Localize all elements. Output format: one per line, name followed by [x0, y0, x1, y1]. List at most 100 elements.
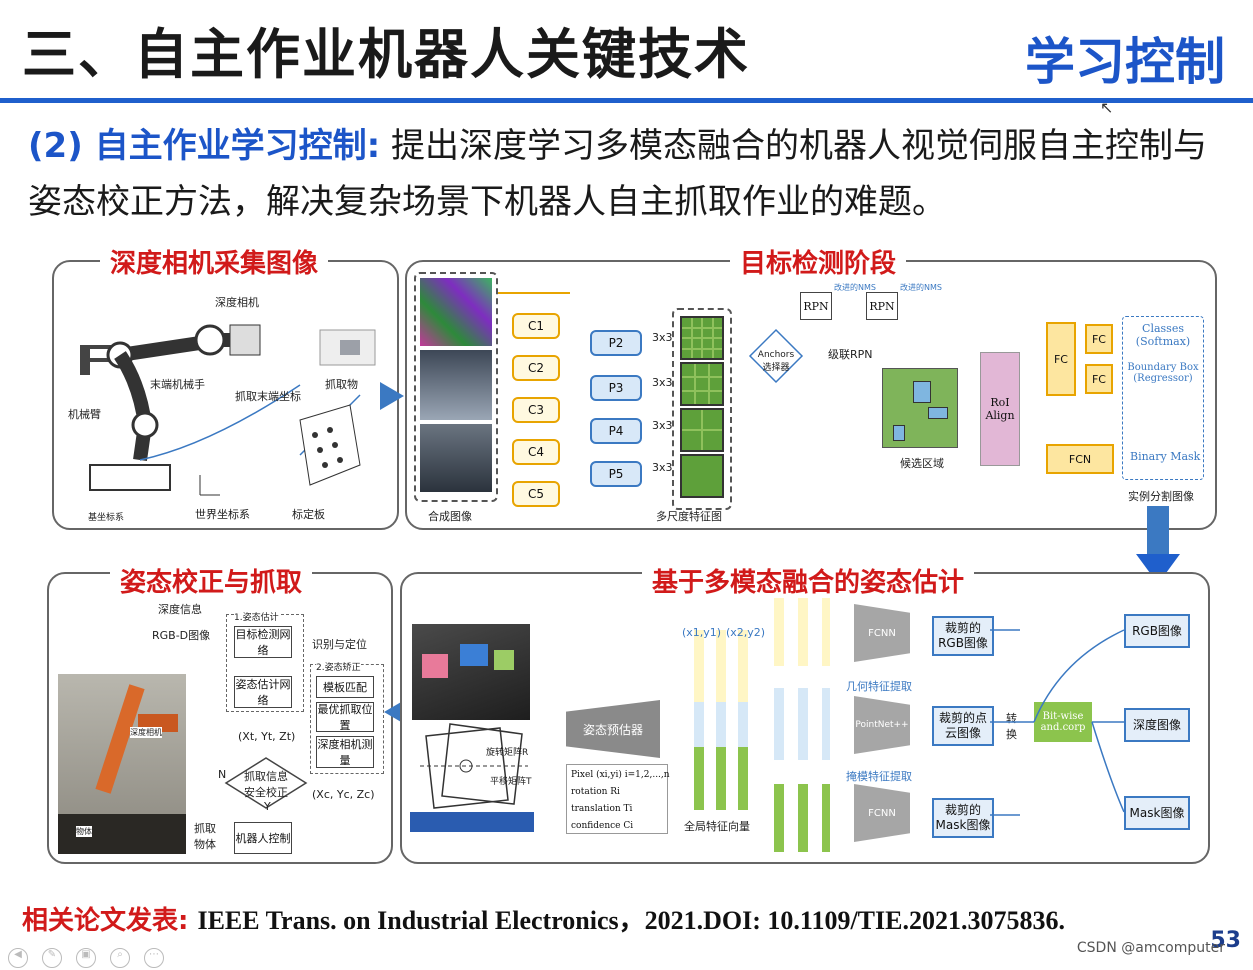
candidate-label: 候选区域	[900, 457, 944, 470]
label-robot-arm: 机械臂	[68, 408, 101, 421]
intro-text: 提出深度学习多模态融合的机器人视觉伺服自主控制与姿态校正方法，解决复杂场景下机器…	[28, 126, 1207, 222]
legend-translation: translation Ti	[571, 804, 633, 814]
nms-label-2: 改进的NMS	[900, 283, 942, 292]
translation-label: 平移矩阵T	[490, 777, 532, 787]
zoom-icon[interactable]: ⌕	[110, 948, 130, 968]
geo-vectors	[774, 688, 830, 760]
mask-input-box: Mask图像	[1124, 796, 1190, 830]
bitwise-box: Bit-wise and.corp	[1034, 702, 1092, 742]
bitwise-label: Bit-wise and.corp	[1040, 711, 1086, 733]
arrow-right-icon	[380, 382, 404, 410]
pointnet: PointNet++	[854, 696, 910, 754]
pose-net-box: 姿态估计网络	[234, 676, 292, 708]
panel-fusion-title: 基于多模态融合的姿态估计	[642, 562, 975, 599]
tex-label: 掩模特征提取	[846, 770, 912, 783]
bbox-label: Boundary Box (Regressor)	[1127, 362, 1199, 384]
photo-label-object: 物体	[76, 826, 92, 837]
page-number: 53	[1210, 928, 1241, 953]
kernel-label-3: 3x3	[652, 419, 673, 432]
cascade-label: 级联RPN	[828, 348, 873, 361]
stage-2-label: 2.姿态矫正	[316, 660, 361, 673]
stage-1-label: 1.姿态估计	[234, 610, 279, 623]
fc-box-bottom: FC	[1085, 364, 1113, 394]
mouse-cursor-icon: ↖	[1100, 98, 1114, 117]
p-box-3: P3	[590, 375, 642, 401]
kernel-label-2: 3x3	[652, 376, 673, 389]
p-box-4: P4	[590, 418, 642, 444]
rgb-input-box: RGB图像	[1124, 614, 1190, 648]
slides-icon[interactable]: ▣	[76, 948, 96, 968]
safety-diamond	[224, 757, 308, 809]
feature-map-2	[680, 362, 724, 406]
estimator-label: 姿态预估器	[582, 722, 643, 737]
depth-measure-box: 深度相机测量	[316, 736, 374, 768]
more-icon[interactable]: ⋯	[144, 948, 164, 968]
output-legend: Pixel (xi,yi) i=1,2,...,n rotation Ri tr…	[566, 764, 670, 834]
label-grasp-coords: 抓取末端坐标	[235, 390, 301, 403]
scene-photo	[412, 624, 530, 720]
rpn-box-1: RPN	[800, 292, 832, 320]
fcn-box: FCN	[1046, 444, 1114, 474]
footer: 相关论文发表: IEEE Trans. on Industrial Electr…	[22, 900, 1065, 937]
prev-icon[interactable]: ◀	[8, 948, 28, 968]
photo-label-camera: 深度相机	[130, 727, 162, 738]
label-depth-camera: 深度相机	[215, 296, 259, 309]
rgb-vectors	[774, 598, 830, 666]
global-label: 全局特征向量	[684, 820, 750, 833]
pose-diagram	[410, 720, 534, 832]
pen-icon[interactable]: ✎	[42, 948, 62, 968]
mask-vectors	[774, 784, 830, 852]
intro-paragraph: (2) 自主作业学习控制: 提出深度学习多模态融合的机器人视觉伺服自主控制与姿态…	[28, 118, 1228, 230]
legend-confidence: confidence Ci	[571, 821, 634, 831]
grasp-object: 抓取物体	[194, 822, 216, 851]
fcnn-bottom-label: FCNN	[868, 807, 896, 819]
synth-label: 合成图像	[428, 510, 472, 523]
xy1-label: (x1,y1)	[682, 626, 722, 639]
kernel-label-4: 3x3	[652, 461, 673, 474]
pointnet-label: PointNet++	[855, 720, 909, 730]
p-box-2: P2	[590, 330, 642, 356]
crop-pc-box: 裁剪的点云图像	[932, 706, 994, 746]
feature-map-3	[680, 408, 724, 452]
robot-photo	[58, 674, 186, 854]
fcnn-top: FCNN	[854, 604, 910, 662]
classes-label: Classes (Softmax)	[1135, 322, 1191, 348]
fc-box-top: FC	[1085, 324, 1113, 354]
feature-map-stack	[672, 308, 732, 510]
candidate-region	[882, 368, 958, 448]
recognize-locate: 识别与定位	[312, 638, 367, 651]
geo-label: 几何特征提取	[846, 680, 912, 693]
branch-y: Y	[264, 800, 271, 813]
convert-label: 转换	[1006, 712, 1017, 741]
mask-label: Binary Mask	[1130, 450, 1201, 463]
footer-key: 相关论文发表:	[22, 906, 189, 936]
footer-value: IEEE Trans. on Industrial Electronics，20…	[197, 906, 1065, 935]
template-match-box: 模板匹配	[316, 676, 374, 698]
section-title: 学习控制	[1025, 33, 1225, 91]
rotation-label: 旋转矩阵R	[486, 748, 529, 758]
branch-n: N	[218, 768, 227, 781]
crop-mask-box: 裁剪的Mask图像	[932, 798, 994, 838]
feature-map-1	[680, 316, 724, 360]
xy2-label: (x2,y2)	[726, 626, 766, 639]
nms-label-1: 改进的NMS	[834, 283, 876, 292]
arrow-down-shaft	[1147, 506, 1169, 556]
rpn-box-2: RPN	[866, 292, 898, 320]
feature-map-4	[680, 454, 724, 498]
title-rule	[0, 98, 1253, 103]
instance-label: 实例分割图像	[1128, 490, 1194, 503]
legend-rotation: rotation Ri	[571, 787, 620, 797]
c-box-3: C3	[512, 397, 560, 423]
label-world-frame: 世界坐标系	[195, 508, 250, 521]
fcnn-top-label: FCNN	[868, 627, 896, 639]
panel-pose-title: 姿态校正与抓取	[110, 562, 313, 599]
p-box-5: P5	[590, 461, 642, 487]
watermark: CSDN @amcomputer	[1076, 940, 1225, 956]
c-box-5: C5	[512, 481, 560, 507]
fusion-connectors	[990, 629, 1125, 816]
legend-pixel: Pixel (xi,yi) i=1,2,...,n	[571, 770, 670, 780]
roi-align: RoI Align	[980, 352, 1020, 466]
xc-yc-zc: (Xc, Yc, Zc)	[312, 788, 375, 801]
feature-label: 多尺度特征图	[656, 510, 722, 523]
xt-yt-zt: (Xt, Yt, Zt)	[238, 730, 296, 743]
